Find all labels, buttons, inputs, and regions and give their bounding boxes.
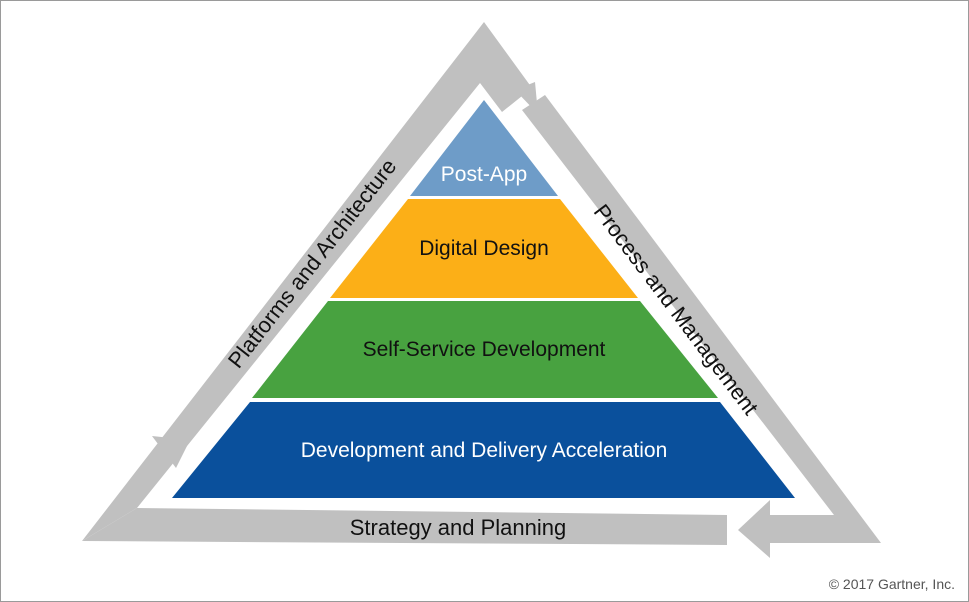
tier-label-development-delivery-acceleration: Development and Delivery Acceleration xyxy=(301,439,668,462)
tier-label-digital-design: Digital Design xyxy=(419,237,549,260)
tier-digital-design xyxy=(330,199,638,298)
bottom-cycle-band xyxy=(82,508,727,545)
bottom-left-arrowhead xyxy=(152,436,190,468)
bottom-band-label: Strategy and Planning xyxy=(350,515,567,540)
copyright-notice: © 2017 Gartner, Inc. xyxy=(828,576,955,592)
right-band-arrowhead xyxy=(738,500,770,558)
tier-label-post-app: Post-App xyxy=(441,163,527,186)
left-cycle-band xyxy=(82,22,532,541)
tier-development-delivery-acceleration xyxy=(172,402,795,498)
right-cycle-band xyxy=(522,95,881,543)
tier-label-self-service-development: Self-Service Development xyxy=(363,338,606,361)
tier-self-service-development xyxy=(252,301,718,398)
tier-post-app xyxy=(410,100,558,196)
